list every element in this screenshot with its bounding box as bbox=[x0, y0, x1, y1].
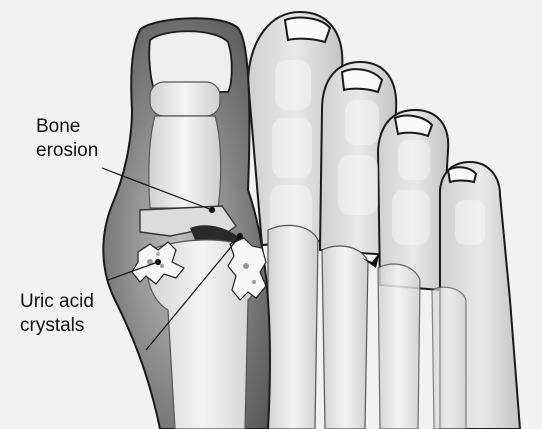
bone-erosion-line-1: Bone bbox=[36, 115, 98, 139]
uric-acid-crystals-label: Uric acid crystals bbox=[20, 290, 94, 338]
bone-erosion-line-2: erosion bbox=[36, 139, 98, 163]
uric-acid-line-1: Uric acid bbox=[20, 290, 94, 314]
uric-acid-line-2: crystals bbox=[20, 314, 94, 338]
bone-erosion-label: Bone erosion bbox=[36, 115, 98, 163]
